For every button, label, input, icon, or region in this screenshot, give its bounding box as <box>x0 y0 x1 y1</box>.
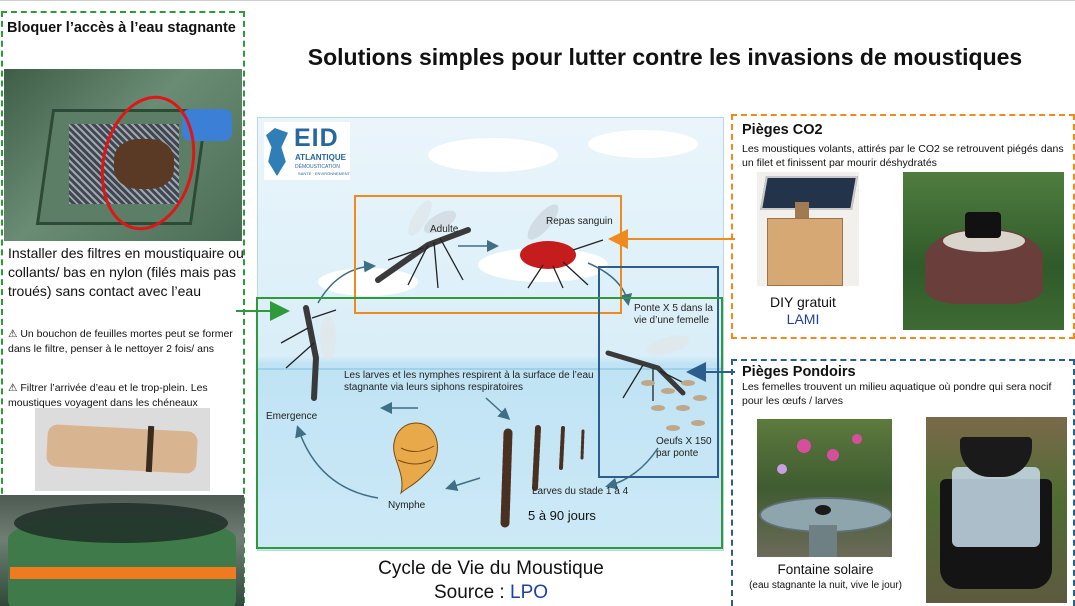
map-icon <box>266 128 288 176</box>
eid-logo: EID ATLANTIQUE DÉMOUSTICATION SANTÉ · EN… <box>264 122 350 180</box>
warning-note-gutters: ⚠ Filtrer l’arrivée d’eau et le trop-ple… <box>8 382 208 409</box>
blood-meal-mosquito-icon <box>520 204 604 289</box>
label-jours: 5 à 90 jours <box>528 508 596 523</box>
adult-stage-highlight <box>354 195 622 314</box>
covered-tank-photo <box>0 495 244 606</box>
caption-source: Source : LPO <box>433 582 549 603</box>
diagram-caption: Cycle de Vie du Moustique Source : LPO <box>340 557 642 605</box>
eggs-icon <box>641 380 707 431</box>
label-adulte: Adulte <box>430 224 459 235</box>
solar-fountain-photo <box>757 419 892 557</box>
diy-label: DIY gratuit <box>770 294 836 310</box>
lami-link[interactable]: LAMI <box>786 311 820 327</box>
adult-mosquito-icon <box>375 200 471 289</box>
label-ponte: Ponte X 5 dans la vie d’une femelle <box>634 303 713 326</box>
label-larves-respirent: Les larves et les nymphes respirent à la… <box>344 370 594 393</box>
aquatic-stage-highlight <box>256 297 723 549</box>
co2-trap-photo <box>903 172 1064 330</box>
co2-panel-border <box>731 114 1075 339</box>
fontaine-sublabel: (eau stagnante la nuit, vive le jour) <box>749 580 902 591</box>
label-oeufs: Oeufs X 150 par ponte <box>656 436 712 459</box>
emerging-mosquito-icon <box>280 305 337 401</box>
page-title: Solutions simples pour lutter contre les… <box>307 44 1023 70</box>
label-emergence: Emergence <box>266 411 318 422</box>
bucket-trap-photo <box>926 417 1067 603</box>
mosquito-life-cycle-diagram: EID ATLANTIQUE DÉMOUSTICATION SANTÉ · EN… <box>257 117 724 551</box>
pondoirs-panel-title: Pièges Pondoirs <box>742 364 856 380</box>
co2-panel-title: Pièges CO2 <box>742 122 823 138</box>
lpo-link[interactable]: LPO <box>510 582 549 603</box>
fountain-icon <box>815 505 831 515</box>
pondoirs-panel-description: Les femelles trouvent un milieu aquatiqu… <box>742 381 1052 407</box>
label-repas-sanguin: Repas sanguin <box>546 216 613 227</box>
pondoirs-panel-border <box>731 359 1075 606</box>
left-panel-title: Bloquer l’accès à l’eau stagnante <box>7 20 236 36</box>
nylon-stocking-photo <box>35 408 210 491</box>
label-nymphe: Nymphe <box>388 500 426 511</box>
install-filters-text: Installer des filtres en moustiquaire ou… <box>8 245 244 299</box>
diy-trap-photo <box>757 172 859 286</box>
top-divider <box>0 0 1075 1</box>
warning-note-leaves: ⚠ Un bouchon de feuilles mortes peut se … <box>8 328 233 355</box>
caption-title: Cycle de Vie du Moustique <box>378 558 604 579</box>
label-larves-stade: Larves du stade 1 à 4 <box>532 486 629 497</box>
larvae-icon <box>500 425 585 528</box>
co2-panel-description: Les moustiques volants, attirés par le C… <box>742 143 1064 169</box>
solar-panel-icon <box>760 176 858 210</box>
pupa-icon <box>393 422 438 495</box>
filter-photo <box>4 69 242 241</box>
cycle-arrows <box>295 240 659 499</box>
fontaine-label: Fontaine solaire <box>777 562 874 577</box>
laying-mosquito-icon <box>605 335 690 401</box>
